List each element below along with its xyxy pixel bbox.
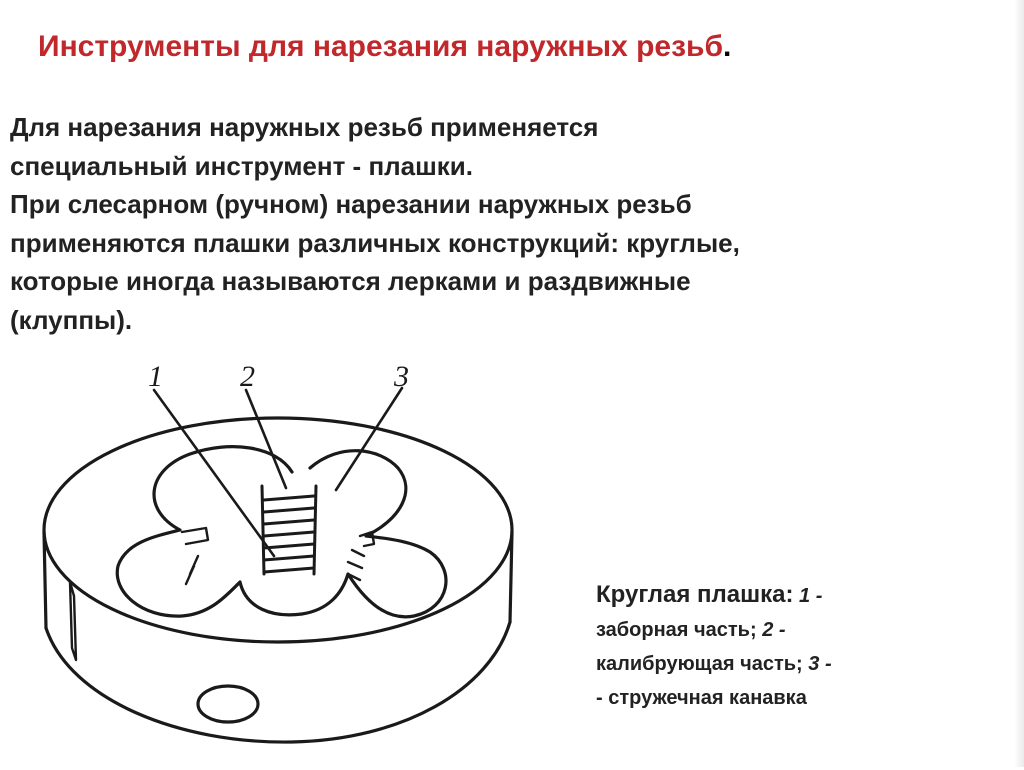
die-side-slot: [68, 580, 78, 662]
thread-teeth-right: [346, 548, 366, 582]
caption-part-3: стружечная канавка: [608, 687, 807, 709]
die-top-rim: [42, 416, 514, 644]
die-right-wall: [508, 530, 514, 624]
label-1: 1: [148, 360, 163, 393]
paragraph-line: специальный инструмент - плашки.: [10, 150, 474, 181]
caption-heading: Круглая плашка:: [596, 581, 794, 608]
caption-line-3: калибрующая часть; 3 -: [596, 647, 976, 681]
leader-line-2: [244, 388, 288, 490]
caption-dash: -: [596, 687, 603, 709]
paragraph-line: (клуппы).: [10, 304, 133, 335]
figure-caption: Круглая плашка: 1 - заборная часть; 2 - …: [596, 578, 976, 715]
paragraph-line: Для нарезания наружных резьб применяется: [10, 112, 599, 142]
thread-section: [260, 484, 318, 576]
paragraph-line: которые иногда называются лерками и разд…: [10, 266, 691, 296]
die-bottom-rim: [44, 620, 512, 744]
paragraph-line: При слесарном (ручном) нарезании наружны…: [10, 189, 692, 219]
round-die-figure: 1 2 3: [30, 360, 570, 765]
label-3: 3: [393, 360, 409, 393]
title-text: Инструменты для нарезания наружных резьб: [38, 30, 723, 63]
thread-teeth-left-lower: [184, 554, 200, 586]
die-left-wall: [42, 530, 48, 630]
slide-title: Инструменты для нарезания наружных резьб…: [38, 28, 998, 66]
slide-edge-shadow: [1014, 0, 1024, 767]
body-paragraph: Для нарезания наружных резьб применяется…: [10, 108, 1000, 339]
caption-part-1: заборная часть;: [596, 619, 757, 641]
caption-line-1: Круглая плашка: 1 -: [596, 578, 976, 613]
caption-line-2: заборная часть; 2 -: [596, 613, 976, 647]
die-side-hole: [196, 684, 260, 724]
paragraph-line: применяются плашки различных конструкций…: [10, 227, 740, 258]
leader-line-3: [334, 386, 404, 492]
caption-num-1: 1 -: [799, 585, 823, 607]
caption-num-2: 2 -: [762, 619, 786, 641]
caption-part-2: калибрующая часть;: [596, 653, 803, 675]
round-die-drawing: 1 2 3: [42, 360, 514, 744]
thread-teeth-right-upper: [358, 530, 376, 548]
thread-teeth-left-upper: [180, 526, 210, 546]
leader-line-1: [152, 388, 276, 558]
die-flutes-outline: [115, 445, 448, 619]
caption-line-4: - стружечная канавка: [596, 681, 976, 715]
caption-num-3: 3 -: [808, 653, 832, 675]
title-period: .: [723, 30, 732, 63]
label-2: 2: [240, 360, 255, 393]
